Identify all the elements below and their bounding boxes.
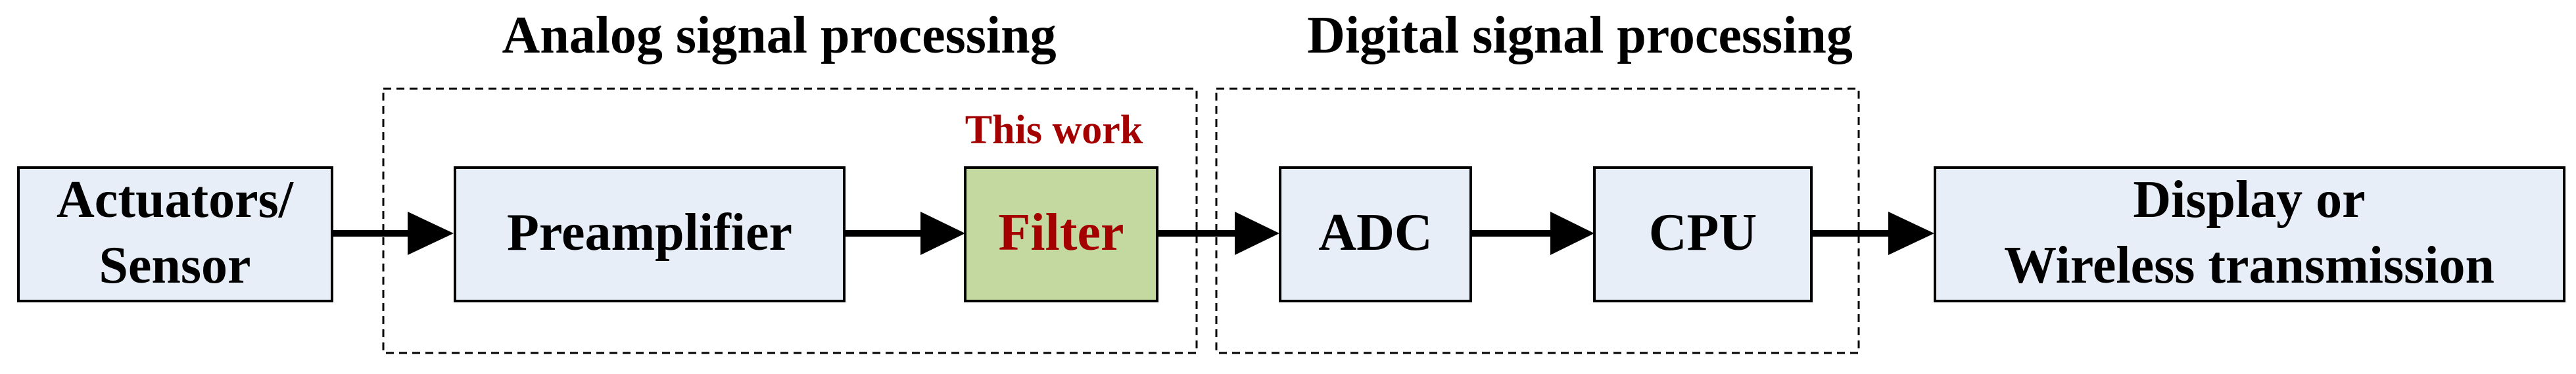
analog-group-title: Analog signal processing xyxy=(502,7,1056,64)
cpu-box xyxy=(1593,166,1813,302)
display-wireless-label-line1: Display or xyxy=(2133,171,2365,229)
arrow-actuators-to-preamplifier xyxy=(332,212,454,255)
preamplifier-block: Preamplifier xyxy=(454,166,846,302)
arrow-cpu-to-output xyxy=(1811,212,1934,255)
adc-block: ADC xyxy=(1279,166,1472,302)
arrow-filter-to-adc xyxy=(1157,212,1279,255)
digital-group-frame xyxy=(1215,87,1860,354)
actuators-sensor-label-line1: Actuators/ xyxy=(57,171,295,229)
filter-label: Filter xyxy=(999,204,1124,262)
display-wireless-block: Display or Wireless transmission xyxy=(1934,166,2565,302)
actuators-sensor-box xyxy=(17,166,333,302)
display-wireless-label-line2: Wireless transmission xyxy=(2004,237,2494,294)
adc-box xyxy=(1279,166,1472,302)
arrow-adc-to-cpu xyxy=(1471,212,1594,255)
digital-group-title: Digital signal processing xyxy=(1307,7,1853,64)
filter-block: This work Filter xyxy=(964,108,1158,302)
actuators-sensor-block: Actuators/ Sensor xyxy=(17,166,333,302)
cpu-block: CPU xyxy=(1593,166,1813,302)
cpu-label: CPU xyxy=(1649,204,1757,262)
display-wireless-box xyxy=(1934,166,2565,302)
arrow-preamplifier-to-filter xyxy=(845,212,965,255)
preamplifier-box xyxy=(454,166,846,302)
filter-box xyxy=(964,166,1158,302)
actuators-sensor-label-line2: Sensor xyxy=(99,237,250,294)
preamplifier-label: Preamplifier xyxy=(507,204,792,262)
this-work-note: This work xyxy=(965,108,1143,152)
adc-label: ADC xyxy=(1318,204,1432,262)
